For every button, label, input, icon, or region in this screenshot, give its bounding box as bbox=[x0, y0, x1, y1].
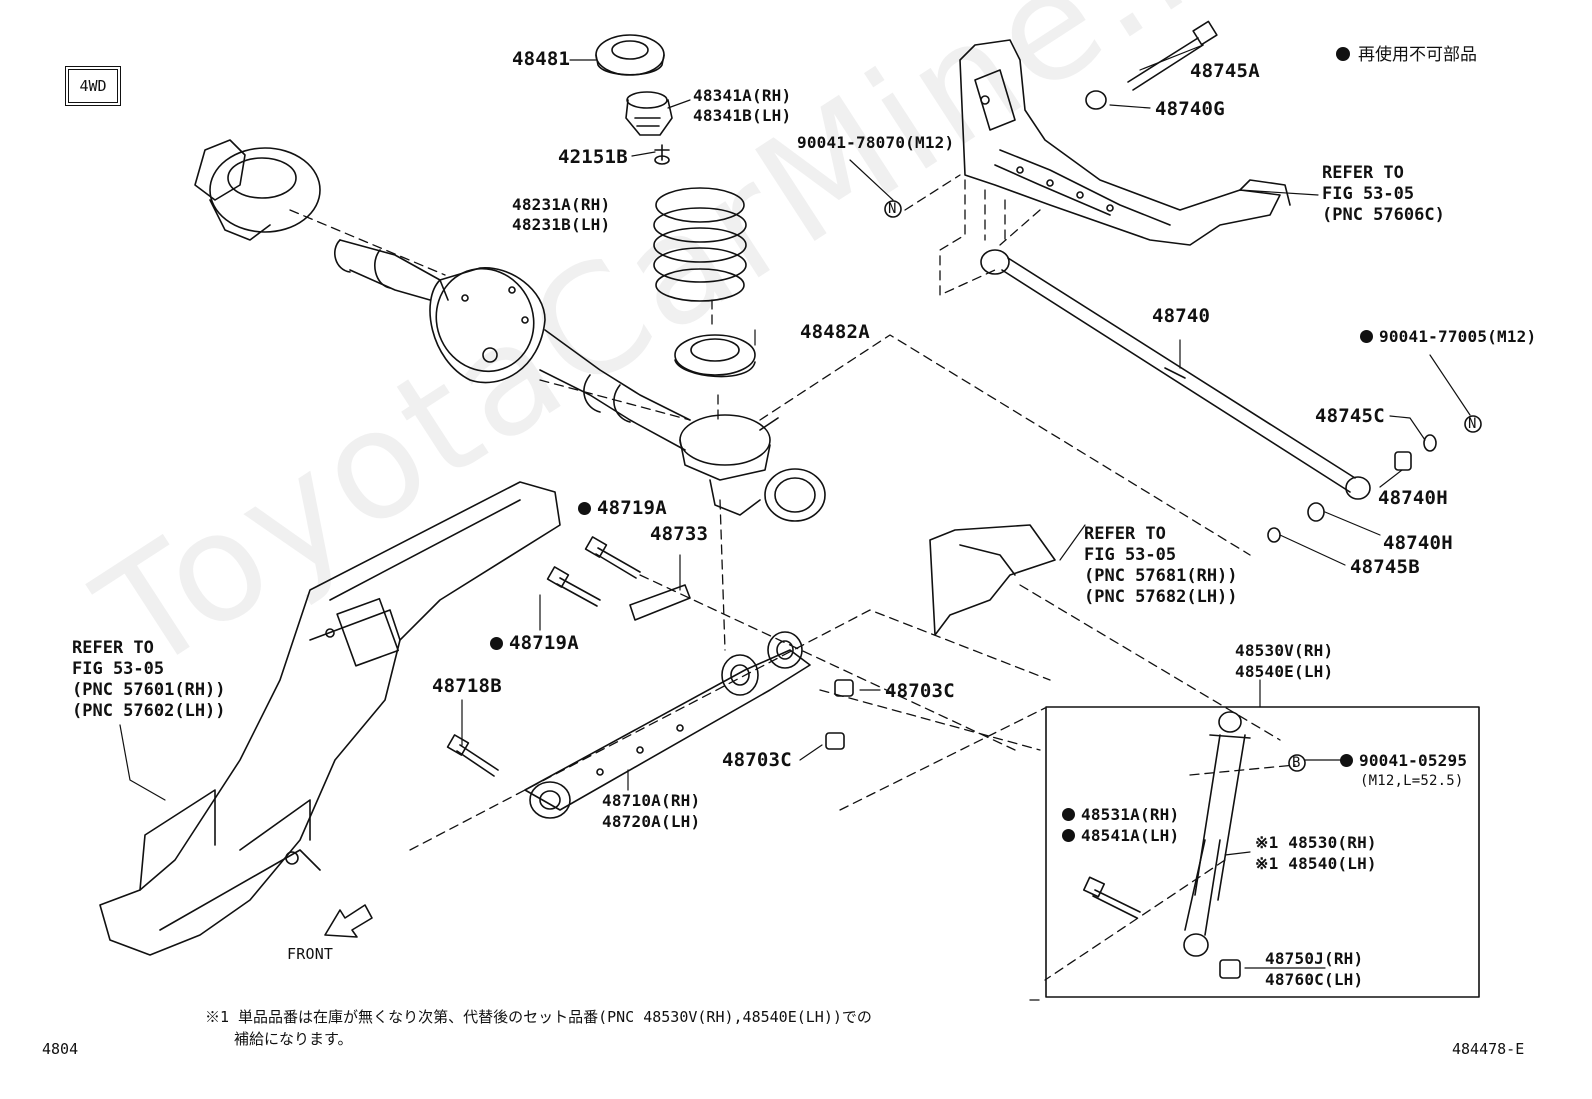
coil-spring bbox=[653, 187, 747, 302]
refer-line: FIG 53-05 bbox=[1084, 545, 1177, 565]
shock-absorber-box bbox=[1045, 706, 1480, 998]
label-48530v: 48530V(RH) bbox=[1235, 641, 1334, 660]
refer-line: REFER TO bbox=[1322, 163, 1404, 183]
refer-block-57606c: REFER TO FIG 53-05 (PNC 57606C) bbox=[1322, 163, 1445, 226]
drive-type-badge: 4WD bbox=[65, 66, 121, 106]
label-48750j: 48750J(RH) bbox=[1265, 949, 1364, 968]
page-code: 4804 bbox=[42, 1040, 79, 1058]
footnote: ※1 単品品番は在庫が無くなり次第、代替後のセット品番(PNC 48530V(R… bbox=[205, 1006, 872, 1050]
label-48733: 48733 bbox=[650, 523, 709, 545]
label-90041-05295-spec: (M12,L=52.5) bbox=[1360, 773, 1464, 789]
label-48541a: 48541A(LH) bbox=[1062, 826, 1179, 845]
legend-non-reusable: 再使用不可部品 bbox=[1336, 40, 1477, 65]
label-48720a: 48720A(LH) bbox=[602, 812, 701, 831]
label-48745b: 48745B bbox=[1350, 556, 1420, 578]
refer-line: (PNC 57606C) bbox=[1322, 205, 1445, 225]
label-48760c: 48760C(LH) bbox=[1265, 970, 1364, 989]
label-48718b: 48718B bbox=[432, 675, 502, 697]
legend-label: 再使用不可部品 bbox=[1358, 45, 1477, 65]
label-48530: ※1 48530(RH) bbox=[1255, 833, 1377, 852]
label-48231a: 48231A(RH) bbox=[512, 195, 611, 214]
side-member bbox=[99, 481, 561, 956]
label-48540e: 48540E(LH) bbox=[1235, 662, 1334, 681]
label-leaders bbox=[119, 44, 1471, 969]
refer-line: (PNC 57602(LH)) bbox=[72, 701, 226, 721]
footnote-line-2: 補給になります。 bbox=[234, 1030, 353, 1048]
upper-bolt-48745a bbox=[1085, 20, 1218, 110]
label-90041-77005: 90041-77005(M12) bbox=[1360, 327, 1536, 346]
label-48745a: 48745A bbox=[1190, 60, 1260, 82]
label-90041-78070: 90041-78070(M12) bbox=[797, 133, 955, 152]
front-arrow bbox=[324, 904, 373, 938]
marker-b: B bbox=[1292, 755, 1301, 771]
control-arm-bolts bbox=[446, 536, 854, 777]
label-48745c: 48745C bbox=[1315, 405, 1385, 427]
illustration-code: 484478-E bbox=[1452, 1040, 1525, 1058]
marker-n-right: N bbox=[1468, 416, 1477, 432]
label-48719a-upper: 48719A bbox=[578, 497, 667, 519]
refer-line: (PNC 57681(RH)) bbox=[1084, 566, 1238, 586]
refer-line: (PNC 57601(RH)) bbox=[72, 680, 226, 700]
rear-axle-housing bbox=[194, 139, 826, 522]
refer-line: REFER TO bbox=[1084, 524, 1166, 544]
fender-panel bbox=[929, 524, 1056, 636]
label-48531a: 48531A(RH) bbox=[1062, 805, 1179, 824]
label-48740h-upper: 48740H bbox=[1378, 487, 1448, 509]
label-42151b: 42151B bbox=[558, 146, 628, 168]
label-48341b: 48341B(LH) bbox=[693, 106, 792, 125]
label-48703c-lower: 48703C bbox=[722, 749, 792, 771]
label-48703c-upper: 48703C bbox=[885, 680, 955, 702]
footnote-line-1: ※1 単品品番は在庫が無くなり次第、代替後のセット品番(PNC 48530V(R… bbox=[205, 1008, 872, 1026]
refer-line: FIG 53-05 bbox=[1322, 184, 1415, 204]
front-label: FRONT bbox=[287, 945, 334, 963]
refer-block-57681: REFER TO FIG 53-05 (PNC 57681(RH)) (PNC … bbox=[1084, 524, 1238, 608]
lower-spring-seat bbox=[674, 334, 756, 378]
label-48710a: 48710A(RH) bbox=[602, 791, 701, 810]
label-48341a: 48341A(RH) bbox=[693, 86, 792, 105]
label-48481: 48481 bbox=[512, 48, 571, 70]
refer-block-57601: REFER TO FIG 53-05 (PNC 57601(RH)) (PNC … bbox=[72, 638, 226, 722]
label-48231b: 48231B(LH) bbox=[512, 215, 611, 234]
refer-line: REFER TO bbox=[72, 638, 154, 658]
label-48540: ※1 48540(LH) bbox=[1255, 854, 1377, 873]
label-48740g: 48740G bbox=[1155, 98, 1225, 120]
refer-line: (PNC 57682(LH)) bbox=[1084, 587, 1238, 607]
non-reusable-bullet-icon bbox=[1336, 47, 1350, 61]
label-48719a-lower: 48719A bbox=[490, 632, 579, 654]
lower-control-arm bbox=[524, 631, 811, 819]
label-48740: 48740 bbox=[1152, 305, 1211, 327]
label-90041-05295: 90041-05295 bbox=[1340, 751, 1467, 770]
lateral-rod-bracket bbox=[959, 39, 1291, 246]
spring-seat-and-bumper bbox=[595, 34, 673, 165]
lateral-control-rod bbox=[980, 249, 1371, 500]
label-48740h-lower: 48740H bbox=[1383, 532, 1453, 554]
marker-n-upper: N bbox=[888, 201, 897, 217]
refer-line: FIG 53-05 bbox=[72, 659, 165, 679]
label-48482a: 48482A bbox=[800, 321, 870, 343]
